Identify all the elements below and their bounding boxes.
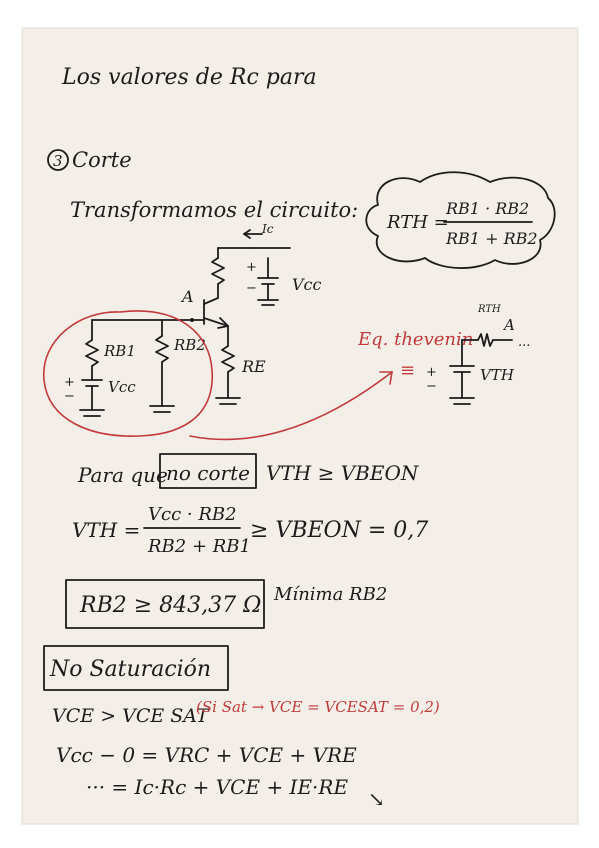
rb1-label: RB1 bbox=[103, 342, 136, 360]
section-number: 3 bbox=[53, 152, 63, 170]
section-title: Corte bbox=[72, 148, 132, 172]
result-box bbox=[65, 579, 265, 629]
red-loop bbox=[43, 310, 213, 437]
thev-dots: ... bbox=[518, 335, 530, 350]
rth-small-label: RTH bbox=[477, 304, 501, 315]
red-arrowhead bbox=[379, 371, 393, 385]
rth-denominator: RB1 + RB2 bbox=[445, 229, 538, 248]
title-line: Los valores de Rc para bbox=[61, 65, 317, 90]
eq-thevenin-label: Eq. thevenin bbox=[357, 329, 473, 350]
thevenin-circuit bbox=[449, 333, 513, 405]
re-label: RE bbox=[241, 357, 266, 376]
ic-label: Ic bbox=[261, 222, 274, 236]
rth-lhs: RTH = bbox=[386, 212, 449, 233]
vcc-left-label: Vcc bbox=[108, 378, 136, 396]
equation-2: ··· = Ic·Rc + VCE + IE·RE bbox=[86, 775, 348, 799]
vth-numerator: Vcc · RB2 bbox=[148, 504, 237, 525]
no-corte-box bbox=[159, 453, 257, 489]
vcc-top-label: Vcc bbox=[292, 275, 322, 294]
vth-label: VTH bbox=[480, 366, 515, 384]
section-number-circle bbox=[47, 149, 69, 171]
transform-line: Transformamos el circuito: bbox=[70, 198, 358, 222]
vth-lhs: VTH = bbox=[72, 518, 140, 542]
thev-minus: − bbox=[426, 379, 437, 394]
transistor-circuit bbox=[79, 229, 291, 417]
vth-denominator: RB2 + RB1 bbox=[147, 536, 251, 557]
result-text: RB2 ≥ 843,37 Ω bbox=[79, 593, 261, 618]
continue-arrow: ↘ bbox=[368, 787, 385, 811]
rb2-label: RB2 bbox=[173, 336, 206, 354]
rth-numerator: RB1 · RB2 bbox=[445, 199, 529, 218]
vcc-left-minus: − bbox=[64, 389, 75, 404]
thev-a-label: A bbox=[502, 316, 515, 334]
no-sat-box bbox=[43, 645, 229, 691]
result-note: Mínima RB2 bbox=[273, 584, 387, 605]
vcc-left-plus: + bbox=[64, 375, 75, 390]
vce-line: VCE > VCE SAT bbox=[52, 705, 210, 727]
no-corte-text: no corte bbox=[166, 461, 250, 485]
equation-1: Vcc − 0 = VRC + VCE + VRE bbox=[56, 743, 357, 767]
node-a-label: A bbox=[180, 287, 194, 306]
para-que-text: Para que bbox=[77, 463, 168, 487]
equiv-sign: ≡ bbox=[400, 360, 415, 381]
condition-text: VTH ≥ VBEON bbox=[266, 461, 420, 485]
thevenin-cloud bbox=[365, 171, 556, 269]
vth-rhs: ≥ VBEON = 0,7 bbox=[250, 518, 428, 543]
vcc-top-plus: + bbox=[246, 260, 257, 275]
si-sat-note: (Si Sat → VCE = VCESAT = 0,2) bbox=[196, 698, 440, 716]
vcc-top-minus: − bbox=[246, 281, 257, 296]
red-arrow bbox=[189, 371, 393, 441]
no-sat-text: No Saturación bbox=[49, 657, 211, 682]
thev-plus: + bbox=[426, 365, 437, 380]
